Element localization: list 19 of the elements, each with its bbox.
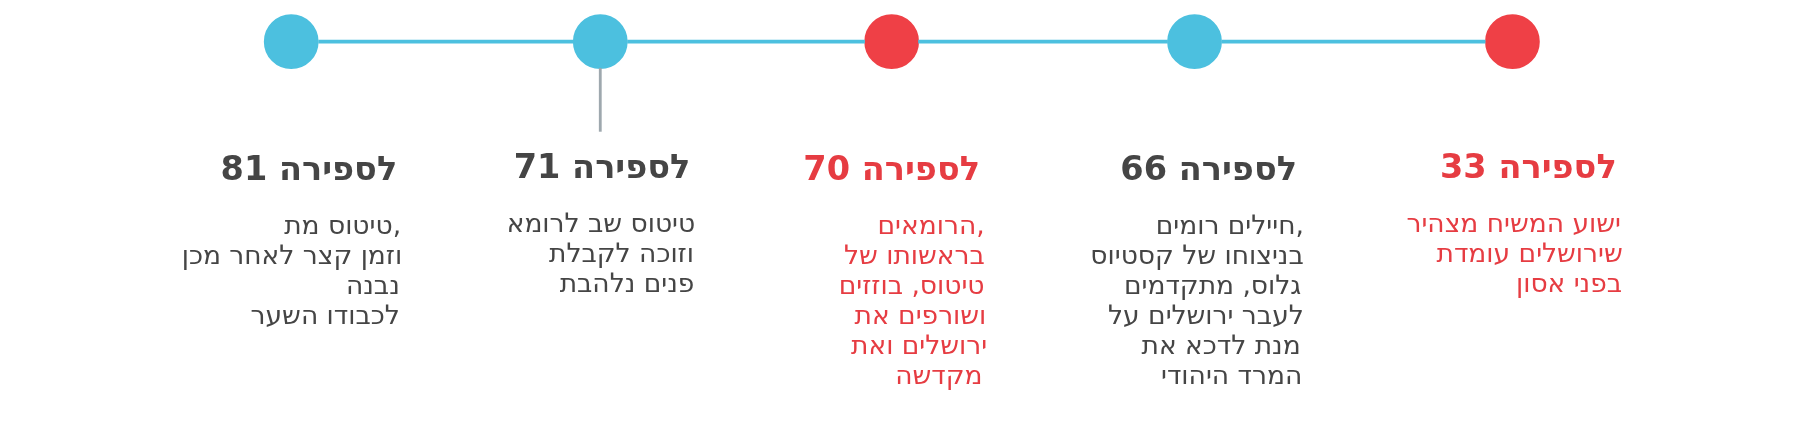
node-label: ישוע המשיח מצהיר שירושלים עומדת בפני אסון: [1405, 207, 1623, 299]
connector: [917, 39, 1168, 44]
node-circle: [263, 14, 319, 69]
node-circle: [863, 14, 919, 69]
node-label: 66 לספירה: [1119, 148, 1297, 188]
node-label: טיטוס מת, וזמן קצר לאחר מכן נבנה לכבודו השער: [181, 209, 402, 331]
node-circle: [1484, 14, 1540, 69]
connector: [1221, 39, 1485, 44]
node-label: 70 לספירה: [802, 148, 980, 188]
connector: [626, 39, 865, 44]
node-circle: [1166, 14, 1222, 69]
node-label: 81 לספירה: [220, 148, 397, 188]
node-label: הרומאים, בראשותו של טיטוס, בוזזים ושורפים את ירושלים ואת מקדשה: [838, 209, 987, 391]
node-label: 33 לספירה: [1439, 146, 1617, 186]
node-circle: [572, 14, 628, 69]
connector: [317, 39, 573, 44]
node-label: חיילים רומים, בניצוחו של קסטיוס גלוס, מתקדמים לעבר ירושלים על מנת לדכא את המרד היהודי: [1089, 209, 1304, 391]
node-text: 71 לספירה טיטוס שב לרומא וזוכה לקבלת פנים נלהבת: [506, 146, 695, 299]
connector: [598, 68, 602, 132]
